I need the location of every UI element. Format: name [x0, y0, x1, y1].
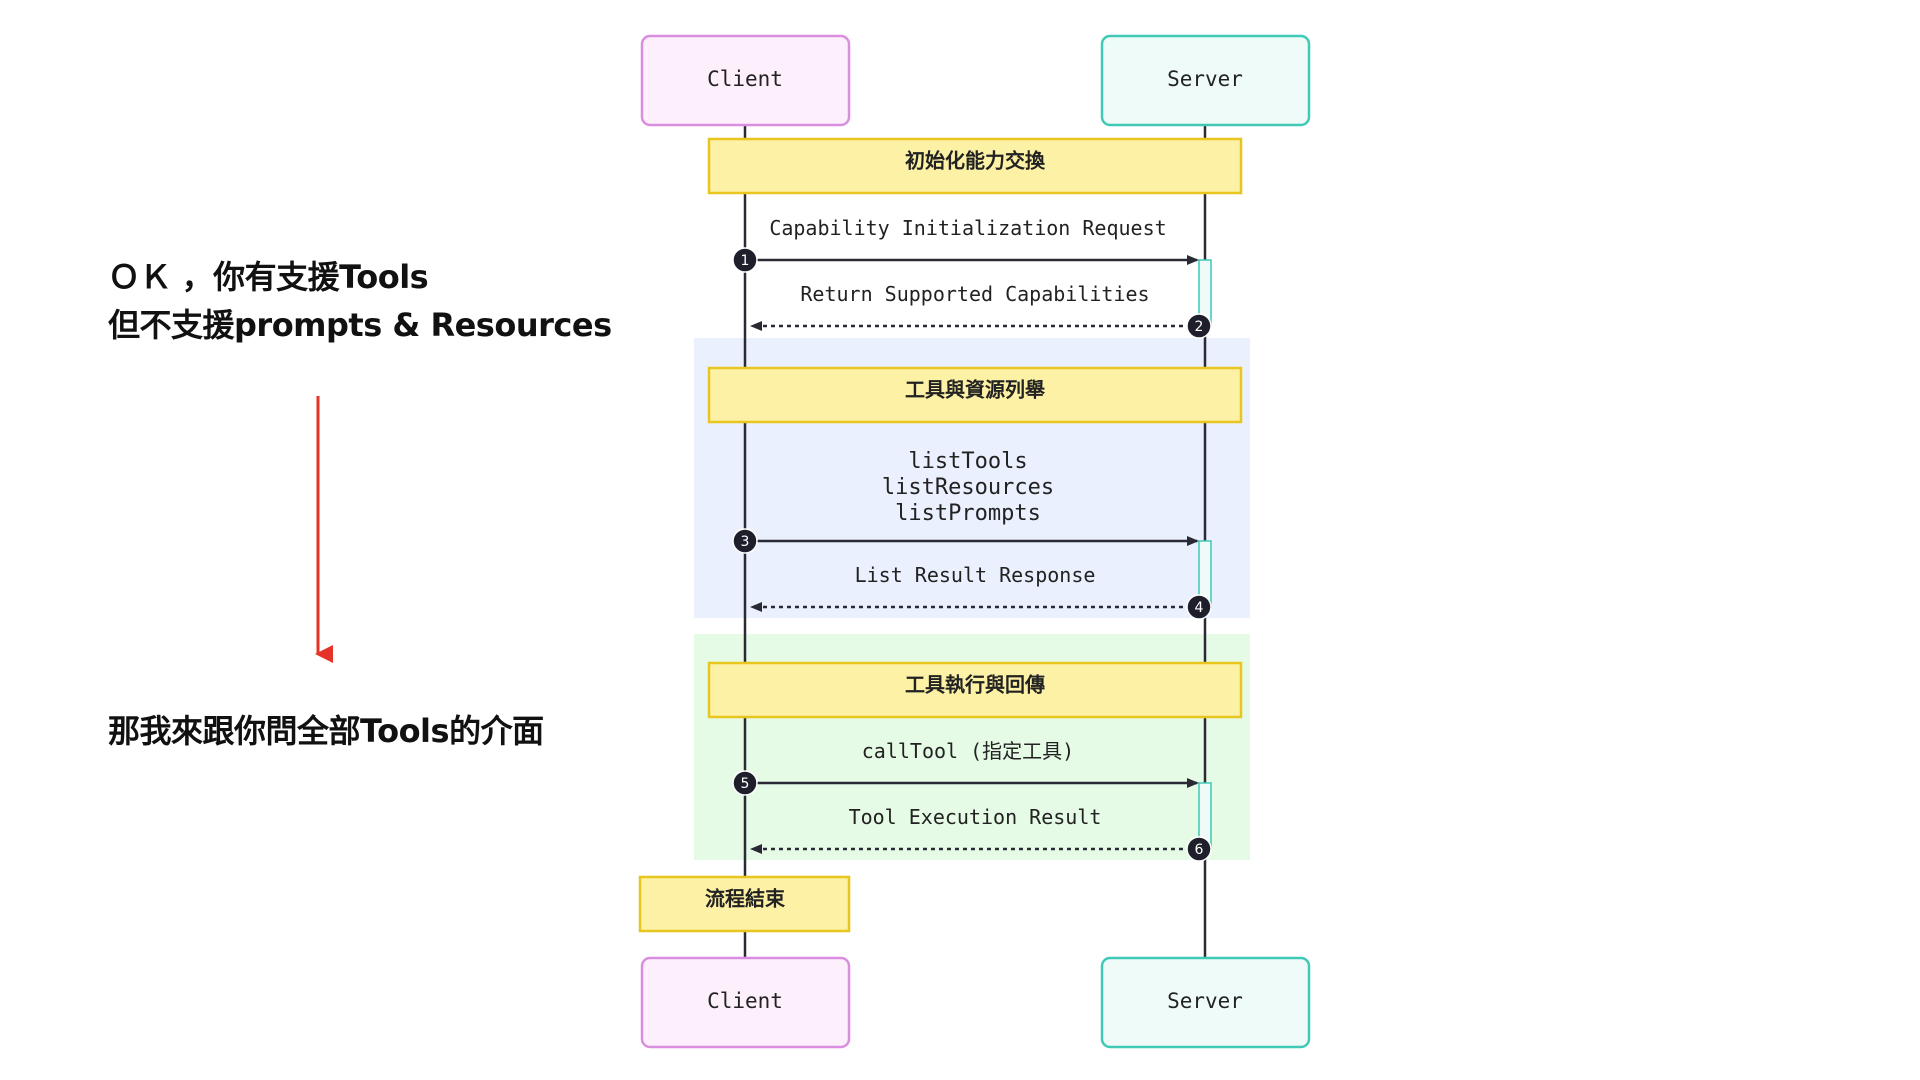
step-badge-2: 2 [1186, 313, 1212, 339]
init-note-label: 初始化能力交換 [905, 149, 1046, 173]
client-participant-bottom: Client [640, 956, 851, 1049]
step-badge-4-label: 4 [1195, 600, 1204, 616]
step-badge-3: 3 [732, 528, 758, 554]
message-3-label-b: listResources [882, 475, 1054, 500]
server-label-top: Server [1167, 67, 1243, 91]
step-badge-1-label: 1 [741, 253, 750, 269]
message-4-label: List Result Response [855, 563, 1096, 587]
server-label-bottom: Server [1167, 989, 1243, 1013]
enumerate-note: 工具與資源列舉 [707, 366, 1243, 424]
step-badge-4: 4 [1186, 594, 1212, 620]
enumerate-note-label: 工具與資源列舉 [905, 378, 1046, 402]
step-badge-2-label: 2 [1195, 319, 1204, 335]
annotation-line-1: ＯＫ ，你有支援Tools [108, 258, 429, 296]
execute-note-label: 工具執行與回傳 [905, 673, 1045, 697]
execute-note: 工具執行與回傳 [707, 661, 1243, 719]
step-badge-3-label: 3 [741, 534, 750, 550]
message-6-label: Tool Execution Result [849, 805, 1102, 829]
message-5-label: callTool (指定工具) [862, 739, 1074, 763]
annotation-line-2: 但不支援prompts & Resources [108, 306, 612, 344]
message-3-label-a: listTools [908, 449, 1027, 474]
end-note: 流程結束 [638, 875, 851, 933]
message-3-label-c: listPrompts [895, 501, 1041, 526]
init-note: 初始化能力交換 [707, 137, 1243, 195]
server-participant-bottom: Server [1100, 956, 1311, 1049]
client-participant-top: Client [640, 34, 851, 127]
step-badge-1: 1 [732, 247, 758, 273]
message-1-label: Capability Initialization Request [769, 216, 1166, 240]
server-participant-top: Server [1100, 34, 1311, 127]
step-badge-6-label: 6 [1195, 842, 1204, 858]
message-2-label: Return Supported Capabilities [800, 282, 1149, 306]
step-badge-5-label: 5 [741, 776, 750, 792]
client-label-top: Client [707, 67, 783, 91]
step-badge-6: 6 [1186, 836, 1212, 862]
step-badge-5: 5 [732, 770, 758, 796]
end-note-label: 流程結束 [705, 887, 786, 911]
annotation-line-3: 那我來跟你問全部Tools的介面 [108, 712, 544, 750]
client-label-bottom: Client [707, 989, 783, 1013]
